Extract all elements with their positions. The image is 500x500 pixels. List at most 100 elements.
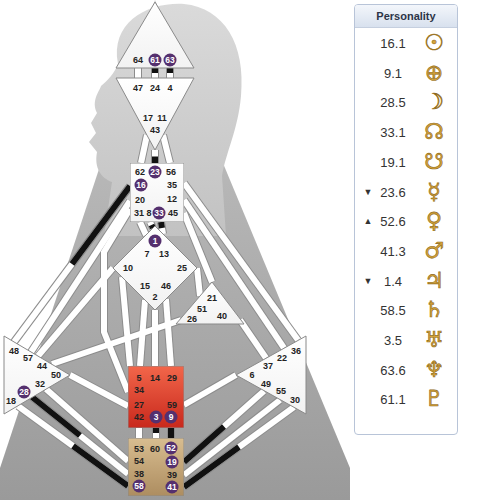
gate-number: 62 — [135, 168, 145, 177]
channel — [184, 400, 280, 475]
gate-number: 27 — [134, 401, 144, 410]
channel-outline — [122, 277, 130, 366]
planet-symbol: ♅ — [424, 329, 444, 351]
active-gate-number: 41 — [166, 481, 179, 494]
head-center: 646163 — [114, 1, 196, 70]
channel-open — [152, 150, 158, 163]
gate-number: 18 — [6, 397, 16, 406]
gate-number: 12 — [167, 195, 177, 204]
gate-number: 53 — [134, 445, 144, 454]
channel — [155, 310, 156, 366]
gate-line-value: 28.5 — [380, 96, 405, 109]
gate-number: 46 — [161, 282, 171, 291]
planet-symbol: ☽ — [424, 91, 444, 113]
body-triangle — [0, 0, 350, 500]
channel-outline — [184, 375, 236, 405]
channel-open — [31, 201, 130, 352]
active-gate-number: 3 — [150, 411, 163, 424]
active-gate-number: 9 — [165, 411, 178, 424]
gate-number: 20 — [135, 196, 145, 205]
active-gate-number: 16 — [135, 179, 148, 192]
direction-marker: ▼ — [364, 187, 373, 196]
channel — [46, 389, 128, 461]
gate-number: 42 — [134, 413, 144, 422]
gate-number: 32 — [35, 380, 45, 389]
direction-marker: ▼ — [364, 276, 373, 285]
gate-number: 45 — [168, 209, 178, 218]
throat-center: 622356163520123183345 — [130, 163, 184, 222]
planet-symbol: ♄ — [424, 299, 444, 321]
active-gate-number: 63 — [164, 54, 177, 67]
gate-number: 6 — [249, 371, 254, 380]
channel-defined — [168, 428, 174, 438]
root-center: 536052541938395841 — [128, 438, 184, 496]
channel — [197, 268, 200, 296]
channel-defined — [152, 68, 158, 73]
gate-number: 39 — [167, 471, 177, 480]
channel — [184, 200, 284, 348]
gate-number: 7 — [144, 250, 149, 259]
channel-outline — [240, 320, 266, 358]
channel-outline — [152, 428, 160, 438]
channel-open — [163, 135, 170, 163]
channel-open — [184, 400, 280, 475]
gate-number: 48 — [9, 347, 19, 356]
gate-number: 4 — [167, 84, 172, 93]
channel-outline — [151, 150, 159, 163]
gate-number: 38 — [134, 470, 144, 479]
channel-open — [184, 375, 236, 405]
gate-line-value: 3.5 — [384, 334, 402, 347]
channel-outline — [32, 397, 128, 474]
channel-open — [136, 428, 142, 438]
active-gate-number: 28 — [18, 386, 31, 399]
channel-open — [197, 268, 200, 296]
channel-open — [168, 428, 174, 438]
gate-number: 64 — [133, 56, 143, 65]
channel-outline — [134, 68, 142, 78]
channel — [170, 68, 171, 78]
channel — [104, 209, 130, 392]
gate-number: 2 — [152, 293, 157, 302]
gate-number: 47 — [133, 84, 143, 93]
channel-open — [52, 320, 181, 364]
panel-heading: Personality — [355, 5, 457, 28]
planet-symbol: ☉ — [424, 32, 444, 54]
channel-outline — [167, 428, 175, 438]
gate-number: 60 — [150, 445, 160, 454]
gate-line-value: 61.1 — [380, 393, 405, 406]
channel-outline — [135, 428, 143, 438]
gate-number: 40 — [217, 312, 227, 321]
planet-symbol: ⊕ — [425, 62, 443, 84]
channel-outline — [184, 407, 294, 487]
channel-open — [166, 299, 171, 366]
direction-marker: ▲ — [364, 217, 373, 226]
gate-number: 43 — [150, 126, 160, 135]
active-gate-number: 1 — [149, 235, 162, 248]
center-shape — [175, 281, 245, 325]
channel — [155, 68, 156, 78]
gate-line-value: 63.6 — [380, 363, 405, 376]
channel-defined — [184, 447, 239, 487]
channel — [184, 391, 264, 462]
spleen-center: 48574450322818 — [3, 335, 71, 415]
gate-number: 55 — [276, 387, 286, 396]
gate-number: 5 — [136, 374, 141, 383]
g-center: 1713102515462 — [112, 225, 198, 311]
channel-open — [184, 200, 284, 348]
channel-open — [38, 268, 113, 356]
gate-number: 34 — [134, 386, 144, 395]
channel-defined — [161, 222, 162, 228]
gate-line-value: 1.4 — [384, 274, 402, 287]
planet-symbol: ♂ — [424, 240, 444, 262]
center-outline — [130, 163, 184, 222]
channel — [32, 397, 128, 474]
channel-outline — [166, 68, 174, 78]
center-outline — [176, 282, 244, 324]
active-gate-number: 33 — [153, 207, 166, 220]
solar-plexus-center: 3622376495530 — [235, 335, 307, 415]
heart-center: 21512640 — [175, 281, 245, 325]
channel — [163, 135, 170, 163]
planet-symbol: ☿ — [427, 181, 441, 203]
gate-number: 50 — [51, 371, 61, 380]
gate-line-value: 16.1 — [380, 37, 405, 50]
